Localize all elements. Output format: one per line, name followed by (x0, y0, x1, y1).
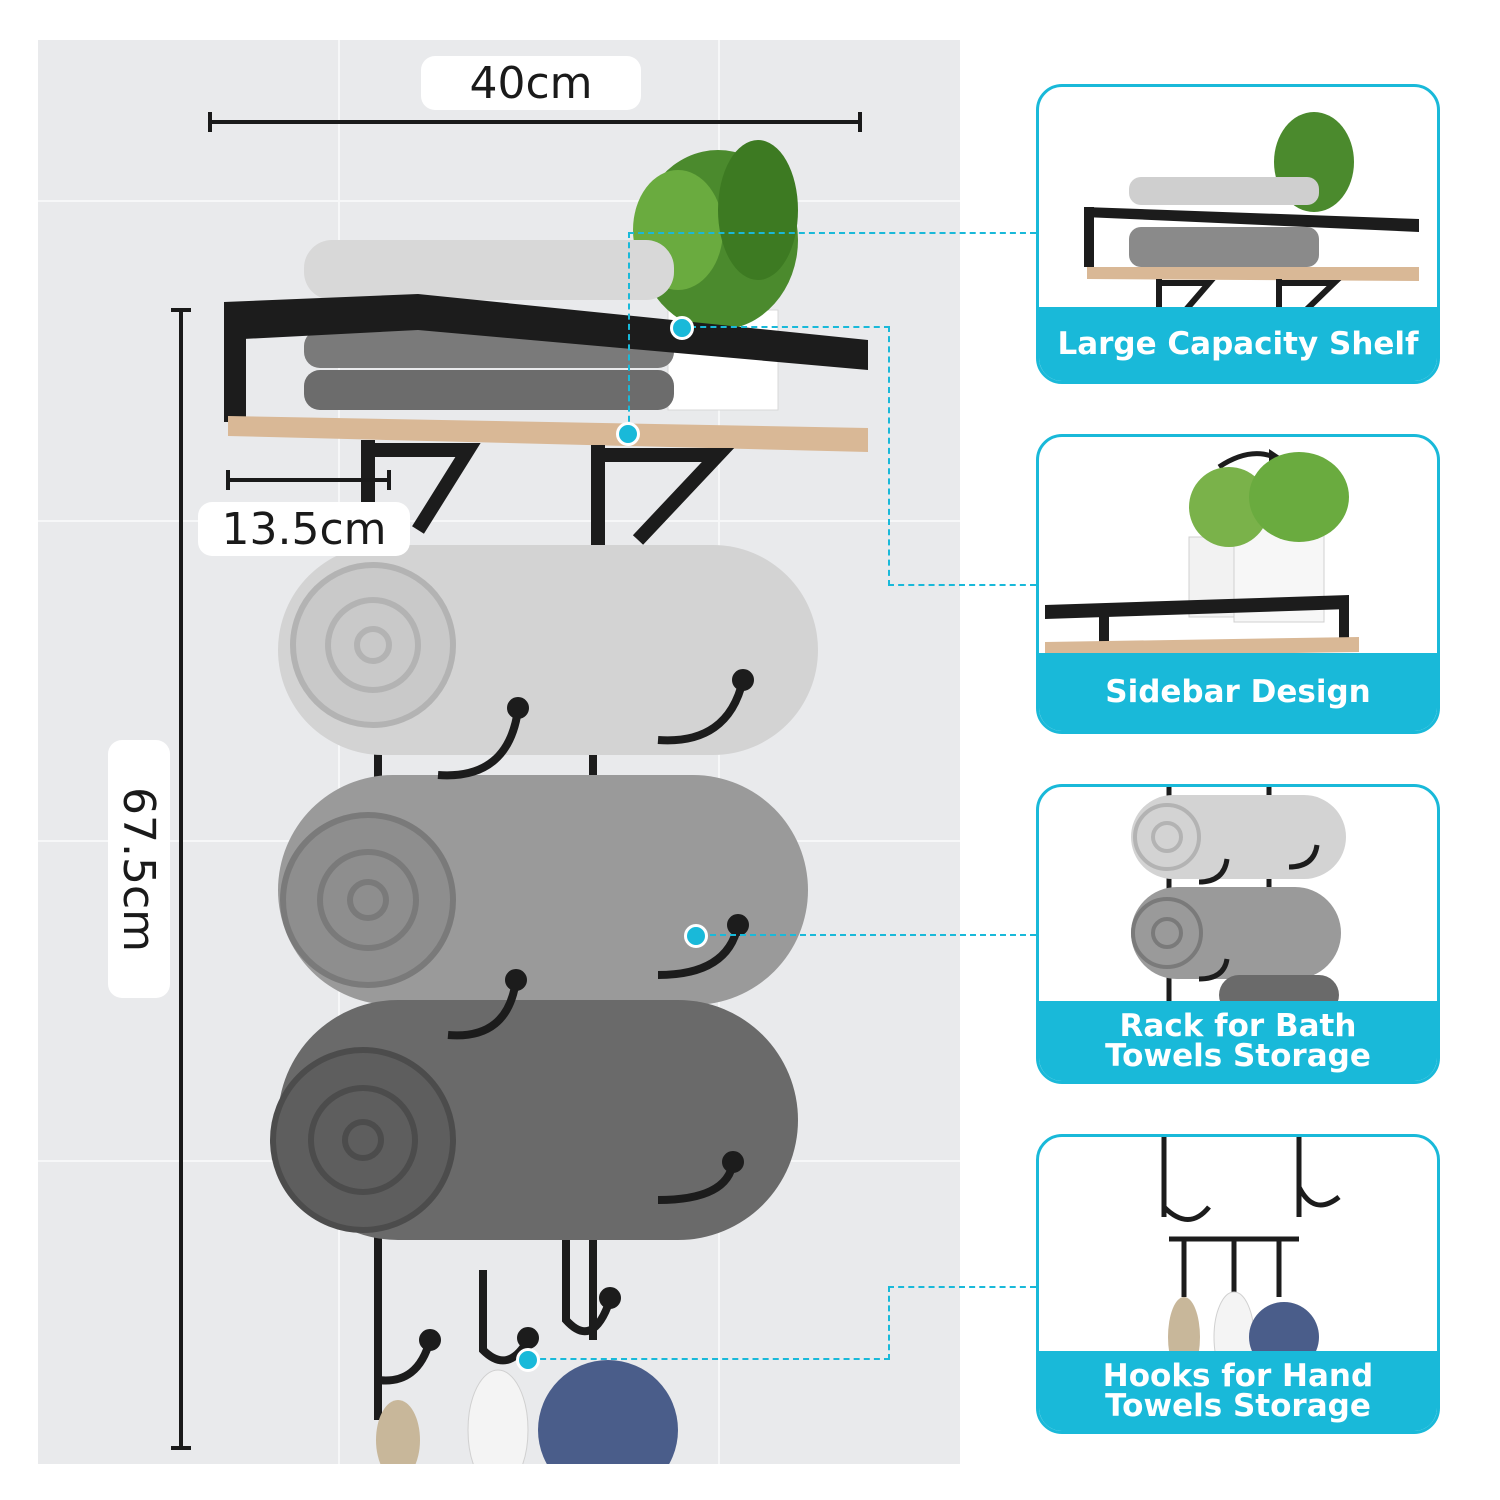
width-dimension-line (208, 120, 862, 124)
rolled-towel-light (278, 545, 818, 755)
shelf-icon (1084, 112, 1419, 315)
height-label: 67.5cm (108, 740, 170, 998)
connector-shelf (628, 232, 1036, 234)
sidebar-icon (1045, 449, 1359, 657)
feature-card-shelf: Large Capacity Shelf (1036, 84, 1440, 384)
callout-dot-rack (684, 924, 708, 948)
hooks-icon (377, 669, 754, 1385)
feature-label-hooks: Hooks for Hand Towels Storage (1039, 1351, 1437, 1431)
hand-towel-hooks-icon (1161, 1137, 1341, 1383)
feature-label-rack: Rack for Bath Towels Storage (1039, 1001, 1437, 1081)
callout-dot-sidebar (670, 316, 694, 340)
feature-card-rack: Rack for Bath Towels Storage (1036, 784, 1440, 1084)
feature-card-hooks: Hooks for Hand Towels Storage (1036, 1134, 1440, 1434)
height-dimension-line (179, 308, 183, 1450)
feature-label-sidebar: Sidebar Design (1039, 653, 1437, 731)
depth-dimension-line (226, 478, 391, 482)
feature-label-shelf: Large Capacity Shelf (1039, 307, 1437, 381)
callout-dot-shelf (616, 422, 640, 446)
rolled-towel-dark (270, 1000, 798, 1240)
rack-illustration (224, 140, 868, 1464)
width-label: 40cm (421, 56, 641, 110)
connector-rack (700, 934, 1036, 936)
connector-hooks (530, 1358, 890, 1360)
depth-label: 13.5cm (198, 502, 410, 556)
rolled-towel-medium (278, 775, 808, 1005)
connector-sidebar (690, 326, 890, 328)
towel-rack-icon (1131, 787, 1346, 1015)
product-scene: 40cm 13.5cm 67.5cm (38, 40, 960, 1464)
feature-card-sidebar: Sidebar Design (1036, 434, 1440, 734)
callout-dot-hooks (516, 1348, 540, 1372)
